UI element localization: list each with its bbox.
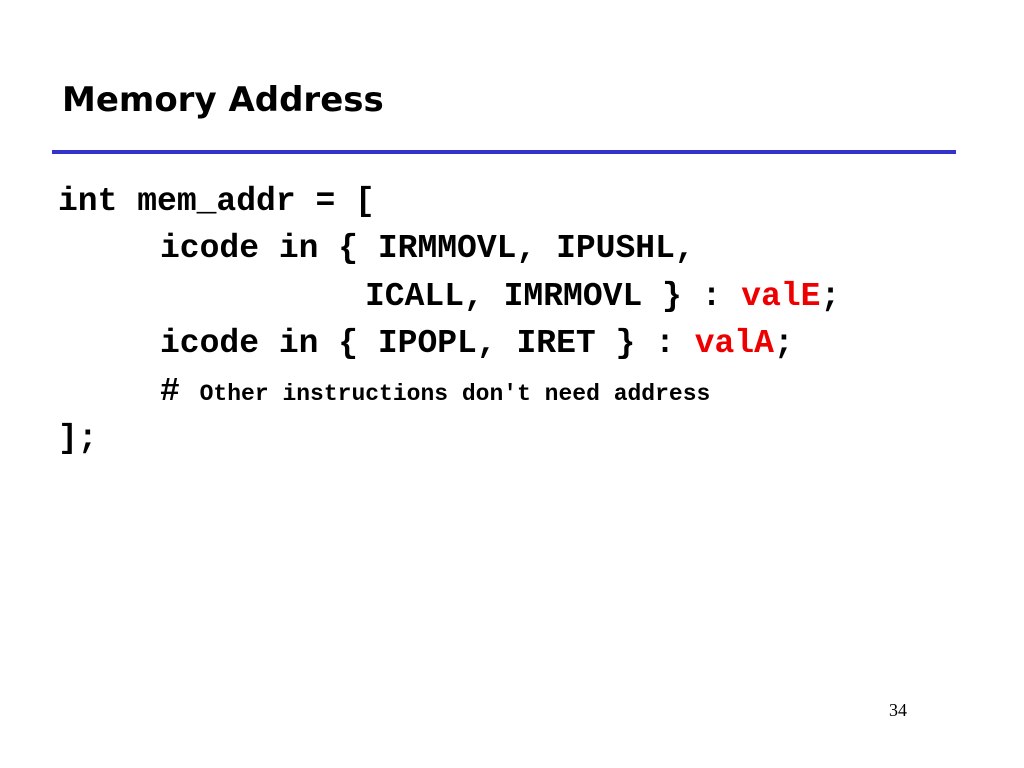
code-line-2: icode in { IRMMOVL, IPUSHL, <box>160 230 695 267</box>
code-line-3-text: ICALL, IMRMOVL } : <box>365 278 742 315</box>
page-number: 34 <box>889 700 907 720</box>
code-line-1: int mem_addr = [ <box>58 183 375 220</box>
code-line-6: ]; <box>58 420 98 457</box>
title-divider <box>52 150 956 154</box>
comment-text: Other instructions don't need address <box>199 381 711 407</box>
code-line-4-semicolon: ; <box>773 325 794 362</box>
slide-title: Memory Address <box>62 80 384 120</box>
code-line-5: # Other instructions don't need address <box>160 372 710 414</box>
code-line-3-semicolon: ; <box>820 278 841 315</box>
code-line-3: ICALL, IMRMOVL } : valE; <box>365 277 840 317</box>
comment-hash: # <box>160 373 180 410</box>
code-line-4: icode in { IPOPL, IRET } : valA; <box>160 324 794 364</box>
val-a-highlight: valA <box>694 325 774 362</box>
val-e-highlight: valE <box>741 278 821 315</box>
code-line-4-text: icode in { IPOPL, IRET } : <box>160 325 695 362</box>
